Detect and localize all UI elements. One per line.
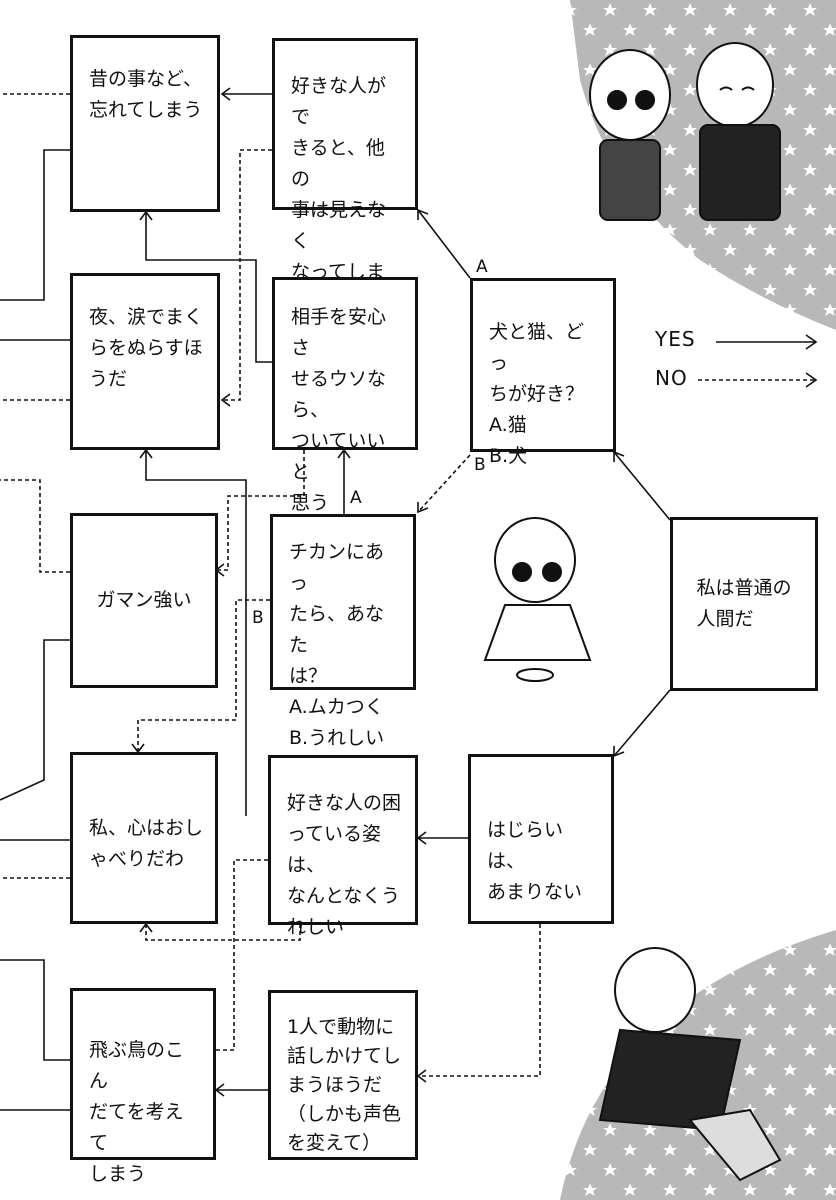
node-normal-person: 私は普通の 人間だ <box>670 517 818 691</box>
child-illustration <box>483 517 592 682</box>
legend-yes: YES <box>655 327 696 351</box>
legend-no: NO <box>655 366 688 390</box>
node-troubled-crush: 好きな人の困 っている姿は、 なんとなくう れしい <box>268 755 418 938</box>
node-cry-pillow: 夜、涙でまく らをぬらすほ うだ <box>70 273 220 450</box>
node-dog-or-cat: 犬と猫、どっ ちが好き？ A.猫 B.犬 <box>470 278 616 467</box>
edge-label-a: A <box>476 257 488 277</box>
node-little-shyness: はじらいは、 あまりない <box>468 754 614 924</box>
node-forget-past: 昔の事など、 忘れてしまう <box>70 35 220 212</box>
node-talk-to-animals: 1人で動物に 話しかけてし まうほうだ （しかも声色 を変えて） <box>268 990 418 1160</box>
node-chatty-heart: 私、心はおし ゃべりだわ <box>70 752 218 924</box>
node-love-blinds: 好きな人がで きると、他の 事は見えなく なってしまう <box>272 38 418 314</box>
node-bird-menu: 飛ぶ鳥のこん だてを考えて しまう <box>70 988 216 1185</box>
node-patient: ガマン強い <box>70 513 218 688</box>
edge-label-b: B <box>474 455 486 475</box>
node-white-lie: 相手を安心さ せるウソなら、 ついていいと 思う <box>272 277 418 514</box>
edge-label-a: A <box>350 488 362 508</box>
edge-label-b: B <box>252 608 264 628</box>
node-groper-reaction: チカンにあっ たら、あなた は？ A.ムカつく B.うれしい <box>270 514 416 749</box>
boy-illustration <box>598 947 782 1182</box>
couple-illustration <box>589 42 781 221</box>
